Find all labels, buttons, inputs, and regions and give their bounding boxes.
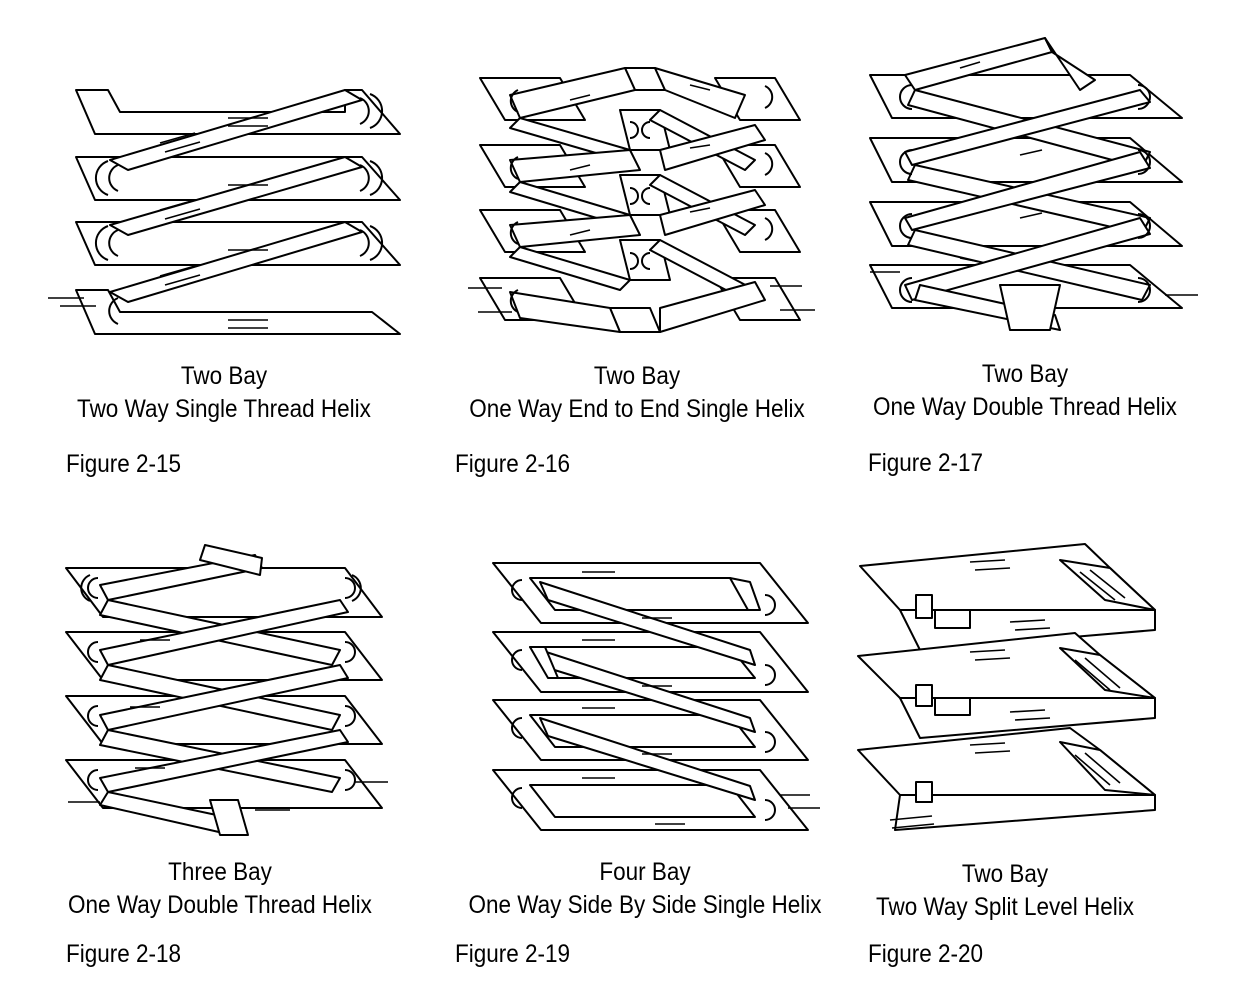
figure-2-15-panel: Two Bay Two Way Single Thread Helix Figu… xyxy=(0,0,401,480)
figure-2-20-title: Two Bay Two Way Split Level Helix xyxy=(825,858,1185,924)
figure-2-18-title: Three Bay One Way Double Thread Helix xyxy=(40,856,400,922)
figure-2-15-title: Two Bay Two Way Single Thread Helix xyxy=(44,360,404,426)
figure-2-18-panel: Three Bay One Way Double Thread Helix Fi… xyxy=(0,500,400,980)
figure-2-16-title-line1: Two Bay xyxy=(593,362,681,390)
figure-2-17-panel: Two Bay One Way Double Thread Helix Figu… xyxy=(820,0,1220,480)
figure-2-15-label: Figure 2-15 xyxy=(66,450,182,478)
figure-2-18-title-line2: One Way Double Thread Helix xyxy=(68,891,372,919)
figure-2-19-label: Figure 2-19 xyxy=(455,940,571,968)
figure-2-19-title-line1: Four Bay xyxy=(599,858,691,886)
figure-2-17-title-line1: Two Bay xyxy=(981,360,1069,388)
figure-2-15-title-line2: Two Way Single Thread Helix xyxy=(77,395,371,423)
figure-2-18-label: Figure 2-18 xyxy=(66,940,182,968)
figure-2-16-title: Two Bay One Way End to End Single Helix xyxy=(457,360,817,426)
figure-2-16-label: Figure 2-16 xyxy=(455,450,571,478)
figure-2-20-panel: Two Bay Two Way Split Level Helix Figure… xyxy=(820,500,1220,980)
figure-2-18-diagram xyxy=(65,544,388,836)
figure-2-19-panel: Four Bay One Way Side By Side Single Hel… xyxy=(410,500,822,980)
figure-2-17-title-line2: One Way Double Thread Helix xyxy=(873,393,1177,421)
figure-2-19-title-line2: One Way Side By Side Single Helix xyxy=(468,891,822,919)
figure-2-15-diagram xyxy=(48,89,401,335)
figure-2-18-title-line1: Three Bay xyxy=(168,858,272,886)
figure-2-19-title: Four Bay One Way Side By Side Single Hel… xyxy=(465,856,825,922)
figure-2-16-title-line2: One Way End to End Single Helix xyxy=(469,395,805,423)
figure-2-17-title: Two Bay One Way Double Thread Helix xyxy=(845,358,1205,424)
figure-2-16-diagram xyxy=(468,67,815,333)
figure-2-15-title-line1: Two Bay xyxy=(180,362,268,390)
figure-2-20-diagram xyxy=(857,543,1156,831)
figure-2-17-diagram xyxy=(869,37,1198,331)
figure-2-19-diagram xyxy=(492,562,820,831)
figure-2-20-label: Figure 2-20 xyxy=(868,940,984,968)
figure-2-17-label: Figure 2-17 xyxy=(868,449,984,477)
figure-2-20-title-line2: Two Way Split Level Helix xyxy=(875,893,1134,921)
figure-2-16-panel: Two Bay One Way End to End Single Helix … xyxy=(410,0,815,480)
figure-2-20-title-line1: Two Bay xyxy=(961,860,1049,888)
